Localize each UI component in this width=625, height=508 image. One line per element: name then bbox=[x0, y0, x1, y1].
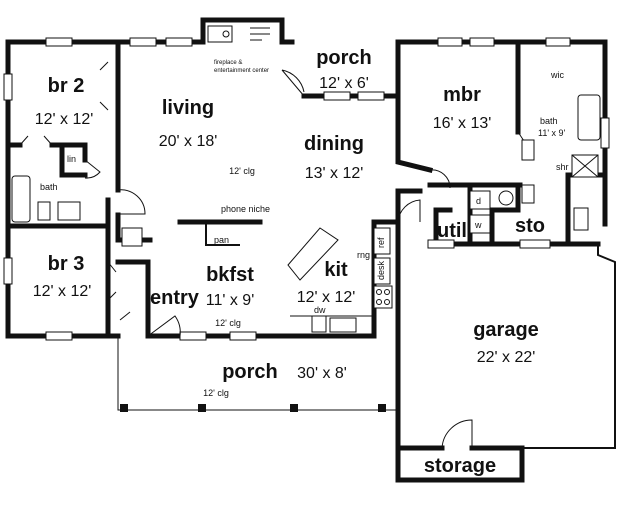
dining-name: dining bbox=[304, 133, 364, 155]
br2-size: 12' x 12' bbox=[35, 111, 94, 128]
kit-name: kit bbox=[324, 259, 348, 281]
windows bbox=[3, 37, 610, 341]
water-heater-icon bbox=[498, 190, 514, 206]
master-tub-icon bbox=[577, 94, 601, 141]
range-label: rng bbox=[357, 250, 370, 260]
vanity-sink-2-icon bbox=[521, 184, 535, 204]
master-toilet-icon bbox=[573, 207, 589, 231]
mbr-size: 16' x 13' bbox=[433, 115, 492, 132]
front-porch-ceiling: 12' clg bbox=[203, 388, 229, 398]
br3-size: 12' x 12' bbox=[33, 283, 92, 300]
ref-label: ref bbox=[376, 237, 386, 248]
master-bath-size: 11' x 9' bbox=[538, 128, 566, 138]
range-icon bbox=[373, 285, 393, 309]
bath-label: bath bbox=[40, 182, 58, 192]
desk-label: desk bbox=[376, 260, 386, 280]
sto-name: sto bbox=[515, 215, 545, 237]
shower-label: shr bbox=[556, 162, 569, 172]
living-ceiling: 12' clg bbox=[229, 166, 255, 176]
dishwasher-icon bbox=[311, 315, 327, 333]
garage-name: garage bbox=[473, 319, 539, 341]
front-porch bbox=[117, 336, 398, 412]
linen-label: lin bbox=[67, 154, 76, 164]
bkfst-name: bkfst bbox=[206, 264, 254, 286]
garage-size: 22' x 22' bbox=[477, 349, 536, 366]
living-name: living bbox=[162, 97, 214, 119]
dryer-label: d bbox=[476, 196, 481, 206]
br2-name: br 2 bbox=[48, 75, 85, 97]
fireplace-label-1: fireplace & bbox=[214, 60, 242, 66]
kitchen-island-icon bbox=[287, 227, 339, 281]
desk-icon bbox=[373, 257, 391, 285]
closet-fixture-icon bbox=[121, 227, 143, 247]
exterior-walls bbox=[5, 17, 616, 483]
porch-top-name: porch bbox=[316, 47, 372, 69]
br3-name: br 3 bbox=[48, 253, 85, 275]
dryer-icon bbox=[469, 190, 491, 210]
porch-top-size: 12' x 6' bbox=[319, 75, 369, 92]
kitchen-sink-icon bbox=[329, 317, 357, 333]
bkfst-size: 11' x 9' bbox=[206, 292, 255, 309]
washer-icon bbox=[469, 214, 491, 234]
labels: fireplace & entertainment center br 2 12… bbox=[33, 47, 569, 477]
entry-name: entry bbox=[150, 287, 200, 309]
util-name: util bbox=[437, 220, 467, 242]
front-porch-size: 30' x 8' bbox=[297, 365, 347, 382]
storage-name: storage bbox=[424, 455, 496, 477]
bathtub-icon bbox=[11, 175, 31, 223]
kit-size: 12' x 12' bbox=[297, 289, 356, 306]
phone-niche-label: phone niche bbox=[221, 204, 270, 214]
fixtures bbox=[11, 25, 601, 333]
bkfst-ceiling: 12' clg bbox=[215, 318, 241, 328]
vanity-sink-icon bbox=[521, 139, 535, 161]
dining-size: 13' x 12' bbox=[305, 165, 364, 182]
sink-icon bbox=[57, 201, 81, 221]
doors bbox=[19, 61, 531, 449]
master-bath-name: bath bbox=[540, 116, 558, 126]
front-porch-name: porch bbox=[222, 361, 278, 383]
fireplace-label-2: entertainment center bbox=[214, 68, 269, 74]
washer-label: w bbox=[474, 220, 482, 230]
fireplace-icon bbox=[207, 25, 233, 43]
toilet-icon bbox=[37, 201, 51, 221]
living-size: 20' x 18' bbox=[159, 133, 218, 150]
dw-label: dw bbox=[314, 305, 326, 315]
pantry-label: pan bbox=[214, 235, 229, 245]
wic-label: wic bbox=[550, 70, 564, 80]
refrigerator-icon bbox=[373, 227, 391, 255]
mbr-name: mbr bbox=[443, 84, 481, 106]
